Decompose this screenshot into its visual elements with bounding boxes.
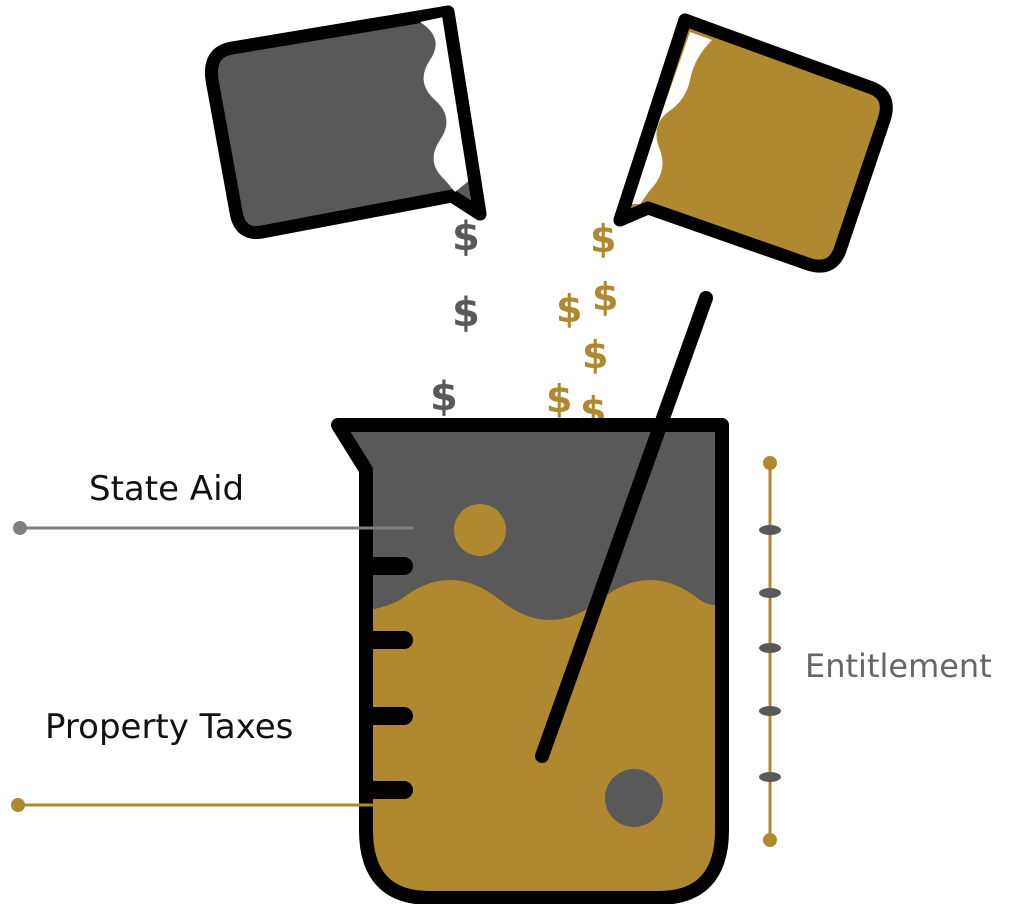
measurement-marks	[359, 557, 413, 799]
property-taxes-callout: Property Taxes	[11, 707, 380, 812]
entitlement-scale: Entitlement	[759, 456, 992, 847]
dollar-sign-icon: $	[590, 217, 616, 261]
property-taxes-pouring-cup	[613, 13, 893, 273]
falling-dollars-gray: $ $ $	[430, 214, 480, 420]
property-taxes-label: Property Taxes	[45, 707, 293, 747]
dollar-sign-icon: $	[430, 374, 458, 420]
stirring-rod	[535, 291, 713, 763]
dollar-sign-icon: $	[452, 214, 480, 260]
state-aid-label: State Aid	[89, 469, 244, 509]
dollar-sign-icon: $	[556, 287, 582, 331]
beaker	[331, 418, 729, 904]
dollar-sign-icon: $	[452, 290, 480, 336]
entitlement-label: Entitlement	[805, 647, 992, 685]
gray-bubble	[605, 769, 663, 827]
falling-dollars-gold: $ $ $ $ $ $	[546, 217, 618, 433]
property-taxes-layer	[345, 580, 718, 892]
dollar-sign-icon: $	[582, 333, 608, 377]
dollar-sign-icon: $	[546, 377, 572, 421]
state-aid-pouring-cup	[204, 5, 487, 240]
state-aid-callout: State Aid	[13, 469, 414, 535]
dollar-sign-icon: $	[592, 275, 618, 319]
gold-bubble	[454, 504, 506, 556]
